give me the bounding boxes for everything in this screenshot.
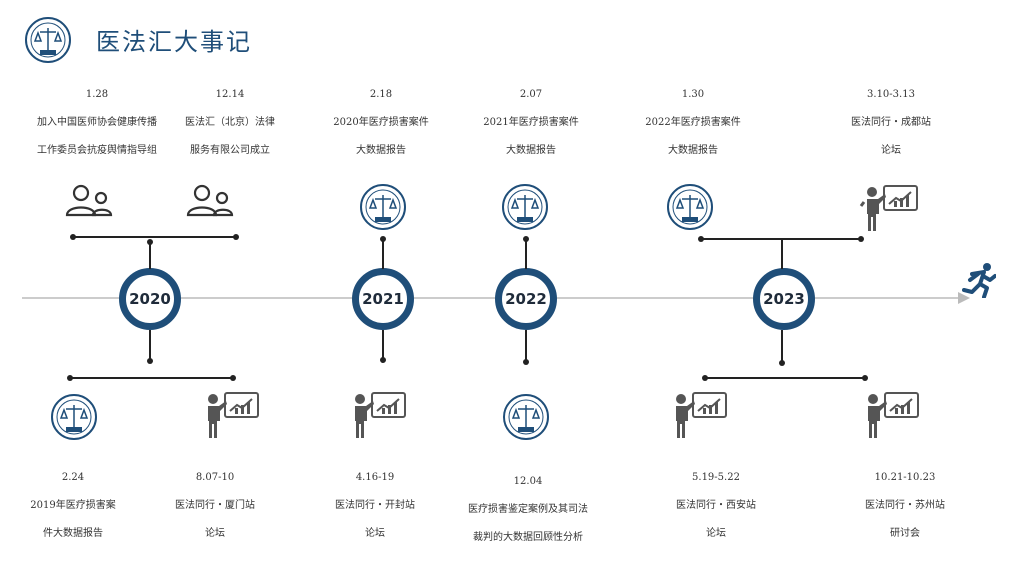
- event-line2: 大数据报告: [356, 145, 406, 156]
- event-line1: 2022年医疗损害案件: [645, 117, 741, 128]
- people-icon: [63, 183, 117, 217]
- connector: [149, 242, 151, 269]
- event-bottom: 12.04 医疗损害鉴定案例及其司法 裁判的大数据回顾性分析: [443, 475, 613, 545]
- event-date: 2.18: [369, 89, 393, 100]
- event-line2: 裁判的大数据回顾性分析: [473, 532, 583, 543]
- connector: [382, 240, 384, 269]
- event-line1: 2019年医疗损害案: [30, 500, 116, 511]
- logo-icon: [501, 183, 549, 231]
- connector-dot: [862, 375, 868, 381]
- event-bottom: 8.07-10 医法同行・厦门站 论坛: [130, 471, 300, 541]
- logo-icon: [50, 393, 98, 441]
- event-bottom: 4.16-19 医法同行・开封站 论坛: [290, 471, 460, 541]
- event-top: 2.07 2021年医疗损害案件 大数据报告: [446, 88, 616, 158]
- connector-dot: [702, 375, 708, 381]
- event-top: 1.28 加入中国医师协会健康传播 工作委员会抗疫舆情指导组: [12, 88, 182, 158]
- connector: [525, 330, 527, 362]
- event-top: 3.10-3.13 医法同行・成都站 论坛: [806, 88, 976, 158]
- event-bottom: 2.24 2019年医疗损害案 件大数据报告: [0, 471, 158, 541]
- connector: [705, 377, 865, 379]
- event-date: 8.07-10: [195, 472, 235, 483]
- event-top: 12.14 医法汇（北京）法律 服务有限公司成立: [145, 88, 315, 158]
- event-line2: 工作委员会抗疫舆情指导组: [37, 145, 157, 156]
- people-icon: [184, 183, 238, 217]
- year-2023-circle: 2023: [753, 268, 815, 330]
- connector: [382, 330, 384, 360]
- event-line2: 服务有限公司成立: [190, 145, 270, 156]
- event-date: 3.10-3.13: [867, 89, 915, 100]
- event-date: 4.16-19: [355, 472, 395, 483]
- logo-icon: [502, 393, 550, 441]
- presenter-icon: [858, 184, 920, 232]
- event-date: 2.07: [519, 89, 543, 100]
- connector-dot: [380, 357, 386, 363]
- event-top: 1.30 2022年医疗损害案件 大数据报告: [608, 88, 778, 158]
- event-bottom: 5.19-5.22 医法同行・西安站 论坛: [631, 471, 801, 541]
- connector-dot: [858, 236, 864, 242]
- logo-icon: [666, 183, 714, 231]
- connector: [149, 330, 151, 362]
- event-line1: 医法汇（北京）法律: [185, 117, 275, 128]
- connector-dot: [147, 239, 153, 245]
- event-line2: 论坛: [706, 528, 726, 539]
- event-date: 2.24: [61, 472, 85, 483]
- event-line2: 论坛: [365, 528, 385, 539]
- connector: [781, 240, 783, 269]
- event-line1: 加入中国医师协会健康传播: [37, 117, 157, 128]
- event-line2: 大数据报告: [506, 145, 556, 156]
- event-date: 12.04: [513, 476, 543, 487]
- event-line1: 医法同行・苏州站: [865, 500, 945, 511]
- event-line2: 研讨会: [890, 528, 920, 539]
- connector: [701, 238, 861, 240]
- connector-dot: [523, 236, 529, 242]
- presenter-icon: [199, 391, 261, 439]
- logo-icon: [359, 183, 407, 231]
- event-line1: 医法同行・开封站: [335, 500, 415, 511]
- timeline-axis: [22, 297, 964, 299]
- connector-dot: [523, 359, 529, 365]
- event-line2: 论坛: [881, 145, 901, 156]
- event-line1: 2020年医疗损害案件: [333, 117, 429, 128]
- year-2022-circle: 2022: [495, 268, 557, 330]
- connector-dot: [380, 236, 386, 242]
- event-line2: 件大数据报告: [43, 528, 103, 539]
- year-2021-circle: 2021: [352, 268, 414, 330]
- connector-dot: [70, 234, 76, 240]
- event-date: 5.19-5.22: [692, 472, 740, 483]
- axis-arrow-icon: [958, 292, 970, 304]
- event-line1: 医法同行・成都站: [851, 117, 931, 128]
- connector: [70, 377, 233, 379]
- event-date: 12.14: [215, 89, 245, 100]
- presenter-icon: [859, 391, 921, 439]
- runner-icon: [962, 262, 996, 298]
- event-top: 2.18 2020年医疗损害案件 大数据报告: [296, 88, 466, 158]
- event-line1: 医法同行・厦门站: [175, 500, 255, 511]
- event-line1: 医疗损害鉴定案例及其司法: [468, 504, 588, 515]
- presenter-icon: [346, 391, 408, 439]
- event-line2: 大数据报告: [668, 145, 718, 156]
- connector: [525, 240, 527, 269]
- event-date: 1.28: [85, 89, 109, 100]
- connector-dot: [698, 236, 704, 242]
- event-line1: 2021年医疗损害案件: [483, 117, 579, 128]
- page-title: 医法汇大事记: [96, 28, 252, 56]
- event-bottom: 10.21-10.23 医法同行・苏州站 研讨会: [820, 471, 990, 541]
- connector: [73, 236, 236, 238]
- presenter-icon: [667, 391, 729, 439]
- event-date: 10.21-10.23: [874, 472, 936, 483]
- event-line1: 医法同行・西安站: [676, 500, 756, 511]
- connector-dot: [230, 375, 236, 381]
- connector-dot: [233, 234, 239, 240]
- event-date: 1.30: [681, 89, 705, 100]
- yifahui-logo-icon: [24, 16, 72, 64]
- connector-dot: [67, 375, 73, 381]
- connector: [781, 330, 783, 363]
- year-2020-circle: 2020: [119, 268, 181, 330]
- connector-dot: [147, 358, 153, 364]
- connector-dot: [779, 360, 785, 366]
- event-line2: 论坛: [205, 528, 225, 539]
